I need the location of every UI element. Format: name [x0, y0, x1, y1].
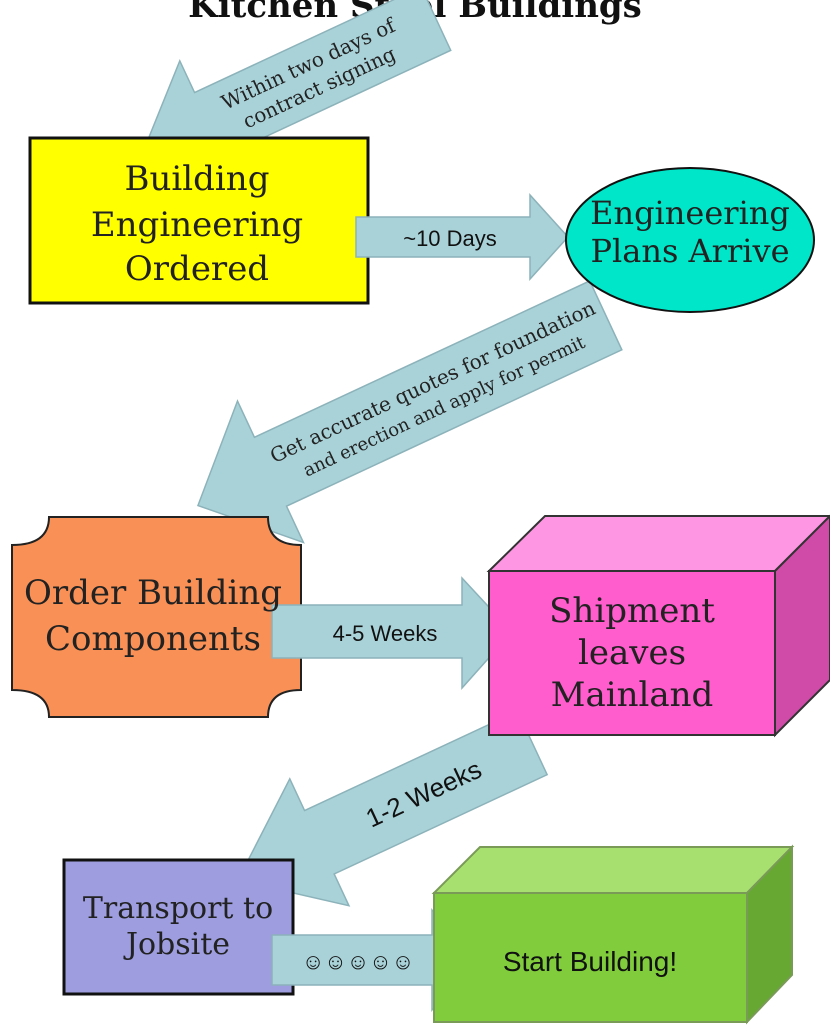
smiley-arrow: ☺☺☺☺☺ [271, 907, 475, 1013]
plans-arrive-line1: Engineering [590, 194, 790, 232]
smiley-arrow-label: ☺☺☺☺☺ [302, 949, 414, 974]
engineering-ordered-line2: Engineering [91, 205, 303, 245]
start-building-box [431, 844, 795, 1025]
transport-line2: Jobsite [123, 927, 230, 962]
plans-arrive-line2: Plans Arrive [591, 232, 790, 270]
engineering-ordered-line1: Building [125, 159, 270, 199]
ten-days-arrow: ~10 Days [355, 193, 570, 281]
transport-box [62, 858, 295, 996]
shipment-line2: leaves [578, 633, 686, 673]
start-building-box-top [431, 846, 795, 894]
four-five-weeks-arrow: 4-5 Weeks [271, 576, 514, 690]
ten-days-arrow-label: ~10 Days [403, 226, 497, 251]
plans-arrive-ellipse [565, 167, 815, 313]
shipment-line1: Shipment [549, 591, 715, 631]
ten-days-arrow-shape [355, 193, 570, 281]
shipment-box-top [486, 515, 830, 572]
engineering-ordered-box [28, 136, 370, 305]
engineering-ordered-line3: Ordered [125, 249, 269, 289]
shipment-line3: Mainland [551, 675, 714, 715]
start-building-label: Start Building! [503, 946, 677, 977]
four-five-weeks-arrow-shape [271, 576, 514, 690]
shipment-box-front [488, 570, 776, 736]
order-components-line2: Components [45, 619, 261, 659]
quotes-arrow-shape [196, 279, 623, 544]
four-five-weeks-arrow-label: 4-5 Weeks [333, 621, 438, 646]
transport-line1: Transport to [83, 891, 273, 926]
start-building-box-front [433, 892, 748, 1023]
order-components-line1: Order Building [24, 573, 282, 613]
order-components-plaque [11, 516, 302, 718]
shipment-box [486, 514, 830, 738]
